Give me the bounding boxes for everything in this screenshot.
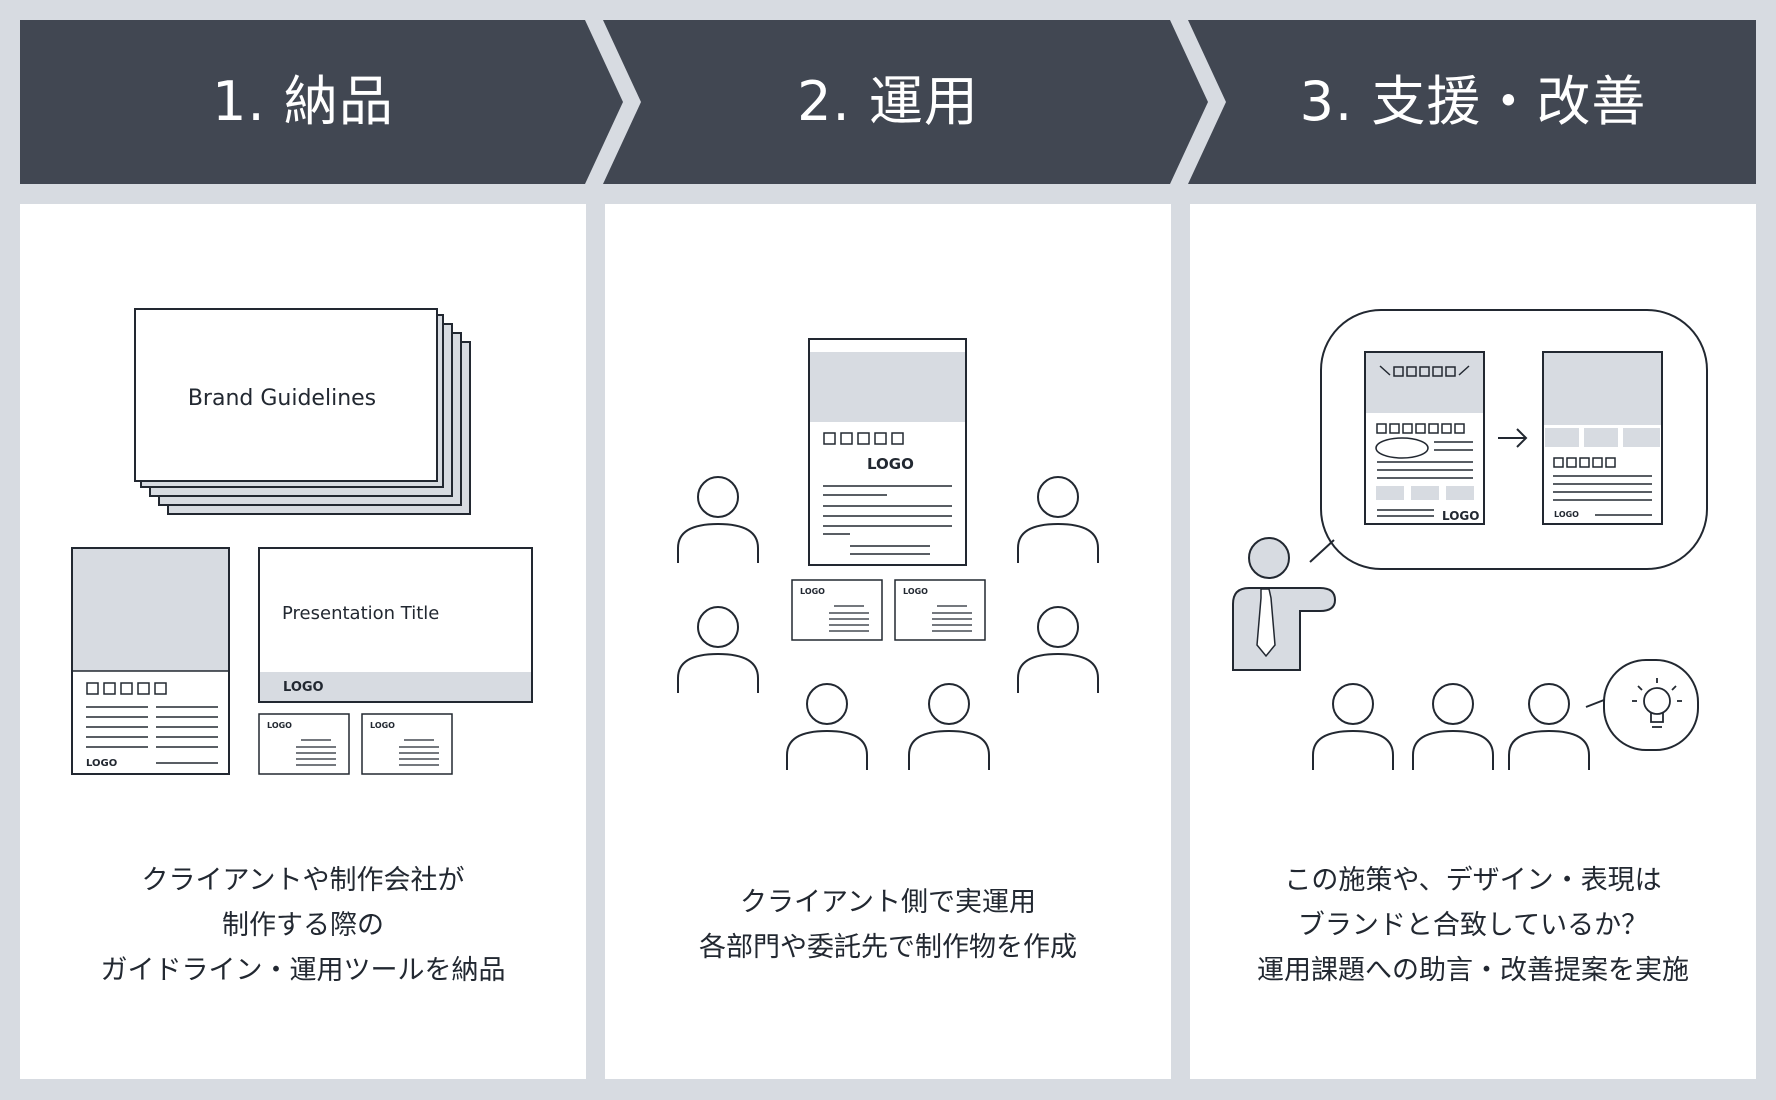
caption-line: クライアント側で実運用 [740, 887, 1036, 918]
poster-logo: LOGO [86, 758, 117, 769]
arrow-right-icon [1498, 428, 1528, 448]
person-icon [677, 606, 759, 693]
operation-caption: クライアント側で実運用 各部門や委託先で制作物を作成 [605, 880, 1171, 970]
support-caption: この施策や、デザイン・表現は ブランドと合致しているか？ 運用課題への助言・改善… [1190, 858, 1756, 993]
panel-delivery: Brand Guidelines LOGO Presentation [20, 204, 586, 1079]
poster-icon: LOGO [1542, 351, 1663, 525]
before-logo: LOGO [1442, 509, 1479, 523]
lightbulb-icon [1585, 659, 1699, 751]
caption-line: 制作する際の [222, 910, 384, 941]
person-icon [786, 683, 868, 770]
caption-line: クライアントや制作会社が [141, 865, 465, 896]
person-icon [1412, 683, 1494, 770]
poster-icon: LOGO [1364, 351, 1485, 525]
poster-icon: LOGO [71, 547, 230, 775]
business-card-icon: LOGO [361, 713, 453, 775]
delivery-caption: クライアントや制作会社が 制作する際の ガイドライン・運用ツールを納品 [20, 858, 586, 993]
caption-line: ブランドと合致しているか？ [1297, 910, 1649, 941]
panel-operation: LOGO LOGO LOGO [605, 204, 1171, 1079]
presentation-title: Presentation Title [282, 603, 439, 624]
person-icon [1312, 683, 1394, 770]
card-logo: LOGO [370, 721, 395, 730]
person-icon [677, 476, 759, 563]
person-icon [1508, 683, 1590, 770]
card-logo: LOGO [800, 587, 825, 596]
step-1-label: 1. 納品 [212, 70, 394, 133]
business-card-icon: LOGO [791, 579, 883, 641]
presenter-icon [1232, 537, 1337, 671]
card-logo: LOGO [267, 721, 292, 730]
brand-guidelines-title: Brand Guidelines [188, 386, 376, 411]
chevron-step-1 [20, 20, 623, 184]
poster-logo: LOGO [867, 455, 914, 473]
slide-logo: LOGO [283, 680, 324, 695]
card-logo: LOGO [903, 587, 928, 596]
caption-line: 各部門や委託先で制作物を作成 [699, 932, 1077, 963]
support-illustration: LOGO LOGO [1232, 309, 1708, 770]
person-icon [1017, 476, 1099, 563]
step-3-label: 3. 支援・改善 [1299, 70, 1647, 133]
chevron-banner-shape [20, 20, 1756, 184]
caption-line: 運用課題への助言・改善提案を実施 [1257, 955, 1689, 986]
delivery-illustration: Brand Guidelines LOGO Presentation [71, 308, 533, 775]
slide-icon: Presentation Title LOGO [258, 547, 533, 703]
chevron-step-2 [603, 20, 1208, 184]
person-icon [1017, 606, 1099, 693]
poster-icon: LOGO [808, 338, 967, 566]
operation-illustration: LOGO LOGO LOGO [677, 338, 1099, 770]
person-icon [908, 683, 990, 770]
document-stack-icon [134, 308, 471, 515]
chevron-step-3 [1188, 20, 1756, 184]
business-card-icon: LOGO [258, 713, 350, 775]
step-banner [20, 20, 1756, 184]
step-2-label: 2. 運用 [797, 70, 979, 133]
business-card-icon: LOGO [894, 579, 986, 641]
caption-line: この施策や、デザイン・表現は [1284, 865, 1662, 896]
after-logo: LOGO [1554, 510, 1579, 519]
panel-support: LOGO LOGO [1190, 204, 1756, 1079]
caption-line: ガイドライン・運用ツールを納品 [100, 955, 506, 986]
